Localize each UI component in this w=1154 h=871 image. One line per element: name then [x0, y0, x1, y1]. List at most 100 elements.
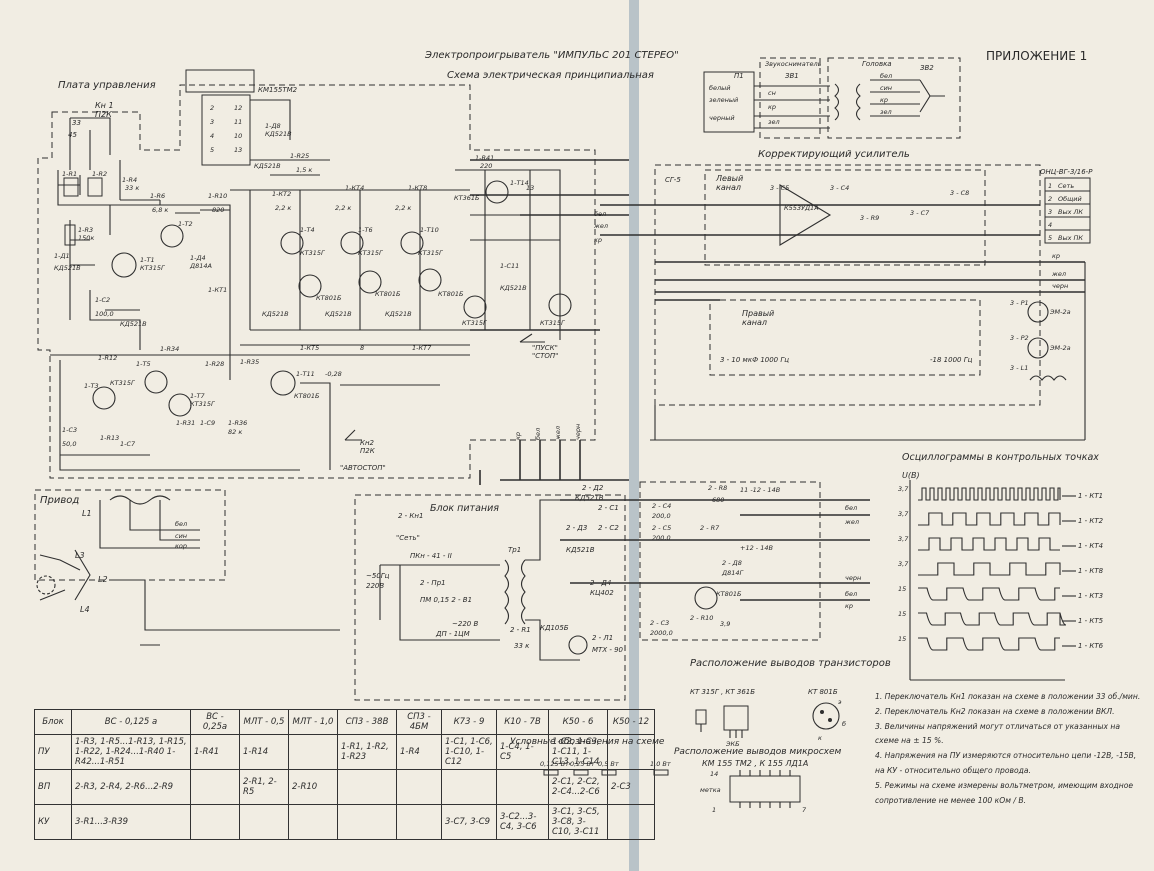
- table-cell: 1-R1, 1-R2, 1-R23: [337, 734, 397, 770]
- svg-text:жел: жел: [1051, 270, 1066, 278]
- svg-text:150к: 150к: [78, 234, 94, 242]
- table-cell: 3-С1, 3-С5, 3-С8, 3-С10, 3-С11: [548, 804, 608, 840]
- svg-text:1-С7: 1-С7: [120, 440, 136, 448]
- svg-text:к: к: [818, 734, 822, 742]
- table-cell: 1-С2, 1-С3, 1-С11, 1-С13, 1-С14: [548, 734, 608, 770]
- svg-text:черн: черн: [574, 424, 582, 440]
- table-cell: 1-R3, 1-R5...1-R13, 1-R15, 1-R22, 1-R24.…: [71, 734, 191, 770]
- svg-text:13: 13: [526, 184, 534, 192]
- svg-text:-18 1000 Гц: -18 1000 Гц: [930, 356, 973, 364]
- svg-text:кр: кр: [514, 432, 522, 440]
- osc-level-label: 15: [898, 635, 906, 643]
- svg-text:1-Д1: 1-Д1: [54, 252, 70, 260]
- svg-text:+12 - 14В: +12 - 14В: [740, 544, 773, 552]
- correcting-amp-label: Корректирующий усилитель: [758, 149, 910, 160]
- svg-text:1-R34: 1-R34: [160, 345, 179, 353]
- table-header-cell: МЛТ - 1,0: [288, 709, 338, 735]
- svg-text:белый: белый: [709, 84, 731, 92]
- svg-text:КТ315Г: КТ315Г: [418, 249, 444, 257]
- svg-text:"АВТОСТОП": "АВТОСТОП": [340, 464, 386, 472]
- svg-text:"ПУСК""СТОП": "ПУСК""СТОП": [532, 344, 558, 360]
- svg-text:1-КТ5: 1-КТ5: [300, 344, 319, 352]
- osc-trace-label: 1 - КТ5: [1078, 617, 1104, 625]
- svg-text:2: 2: [1048, 195, 1052, 203]
- svg-text:бел: бел: [594, 210, 606, 218]
- svg-text:ЭМ-2а: ЭМ-2а: [1049, 308, 1071, 316]
- svg-text:КТ315Г: КТ315Г: [140, 264, 166, 272]
- svg-text:КТ801Б: КТ801Б: [438, 290, 464, 298]
- svg-text:кр: кр: [594, 236, 602, 244]
- table-cell: 2-С1, 2-С2, 2-С4...2-С6: [548, 769, 608, 805]
- svg-text:МТХ - 90: МТХ - 90: [592, 646, 624, 654]
- svg-text:КТ801Б: КТ801Б: [716, 590, 742, 598]
- osc-waveform: [918, 562, 1061, 576]
- svg-text:1-R10: 1-R10: [208, 192, 227, 200]
- svg-text:Д814А: Д814А: [189, 262, 212, 270]
- osc-level-label: 15: [898, 585, 906, 593]
- osc-trace-label: 1 - КТ2: [1078, 517, 1104, 525]
- table-cell: 1-R4: [396, 734, 442, 770]
- table-cell: [607, 804, 655, 840]
- svg-text:L4: L4: [80, 605, 90, 614]
- svg-text:КД521В: КД521В: [385, 310, 412, 318]
- svg-text:3 - С5: 3 - С5: [770, 184, 789, 192]
- svg-text:2,2 к: 2,2 к: [395, 204, 411, 212]
- svg-text:1-Т10: 1-Т10: [420, 226, 439, 234]
- svg-text:бел: бел: [845, 590, 857, 598]
- right-sheet: [639, 0, 1154, 871]
- table-cell: [288, 804, 338, 840]
- svg-text:2 - R8: 2 - R8: [708, 484, 727, 492]
- svg-text:КД105Б: КД105Б: [540, 624, 569, 632]
- svg-text:кр: кр: [845, 602, 853, 610]
- svg-text:3 - R9: 3 - R9: [860, 214, 879, 222]
- svg-text:3 - 10 мкФ 1000 Гц: 3 - 10 мкФ 1000 Гц: [720, 356, 789, 364]
- power-block: 2 - Кн1 "Сеть" ПКн - 41 - II ~50Гц 220В …: [354, 484, 629, 701]
- svg-text:ПКн - 41 - II: ПКн - 41 - II: [410, 552, 452, 560]
- svg-text:1-R31: 1-R31: [176, 419, 195, 427]
- svg-text:1-С9: 1-С9: [200, 419, 215, 427]
- lower-control-block: 1-Т3 КТ315Г 1-Т5 1-Т7 КТ315Г 1-Т11 КТ801…: [50, 345, 470, 472]
- svg-text:100,0: 100,0: [95, 310, 114, 318]
- table-cell: [239, 804, 289, 840]
- svg-text:КТ315Г: КТ315Г: [110, 379, 136, 387]
- svg-text:1-Т3: 1-Т3: [84, 382, 99, 390]
- svg-text:2 - Д2: 2 - Д2: [582, 484, 604, 492]
- chip-pinout: 14 метка 1 7: [700, 770, 807, 814]
- svg-text:черный: черный: [709, 114, 735, 122]
- svg-text:1: 1: [712, 806, 716, 814]
- osc-waveform: [918, 587, 1060, 601]
- svg-text:метка: метка: [700, 786, 721, 794]
- table-cell: 3-С7, 3-С9: [441, 804, 497, 840]
- table-header-cell: К10 - 7В: [496, 709, 549, 735]
- svg-text:2 - Д8: 2 - Д8: [722, 559, 742, 567]
- table-header-cell: К50 - 6: [548, 709, 608, 735]
- svg-text:14: 14: [710, 770, 718, 778]
- svg-text:4: 4: [1048, 221, 1052, 229]
- svg-text:2 - С2: 2 - С2: [598, 524, 619, 532]
- svg-text:1-С3: 1-С3: [62, 426, 77, 434]
- svg-text:1-R28: 1-R28: [205, 360, 224, 368]
- osc-waveform: [918, 512, 1061, 526]
- svg-text:черн: черн: [845, 574, 861, 582]
- svg-text:33 к: 33 к: [514, 642, 530, 650]
- svg-text:3 - Р2: 3 - Р2: [1010, 334, 1029, 342]
- svg-text:б: б: [842, 720, 846, 728]
- svg-text:200,0: 200,0: [652, 534, 671, 542]
- svg-text:820: 820: [212, 206, 224, 214]
- title-main: Электропроигрыватель "ИМПУЛЬС 201 СТЕРЕО…: [424, 50, 679, 61]
- svg-text:1-R6: 1-R6: [150, 192, 165, 200]
- svg-text:1-КТ1: 1-КТ1: [208, 286, 227, 294]
- svg-text:8: 8: [360, 344, 364, 352]
- svg-text:6,8 к: 6,8 к: [152, 206, 168, 214]
- svg-text:1: 1: [1048, 182, 1052, 190]
- svg-text:3 - Р1: 3 - Р1: [1010, 299, 1029, 307]
- svg-text:3: 3: [210, 118, 214, 126]
- relays: ЭМ-2а ЭМ-2а 3 - Р1 3 - Р2 3 - L1: [650, 262, 1086, 441]
- svg-text:бел: бел: [880, 72, 892, 80]
- osc-trace-label: 1 - КТ8: [1078, 567, 1104, 575]
- notes: 1. Переключатель Кн1 показан на схеме в …: [875, 690, 1145, 808]
- svg-text:1-Т14: 1-Т14: [510, 179, 529, 187]
- svg-text:КМ155ТМ2: КМ155ТМ2: [258, 86, 298, 94]
- svg-text:2000,0: 2000,0: [650, 629, 673, 637]
